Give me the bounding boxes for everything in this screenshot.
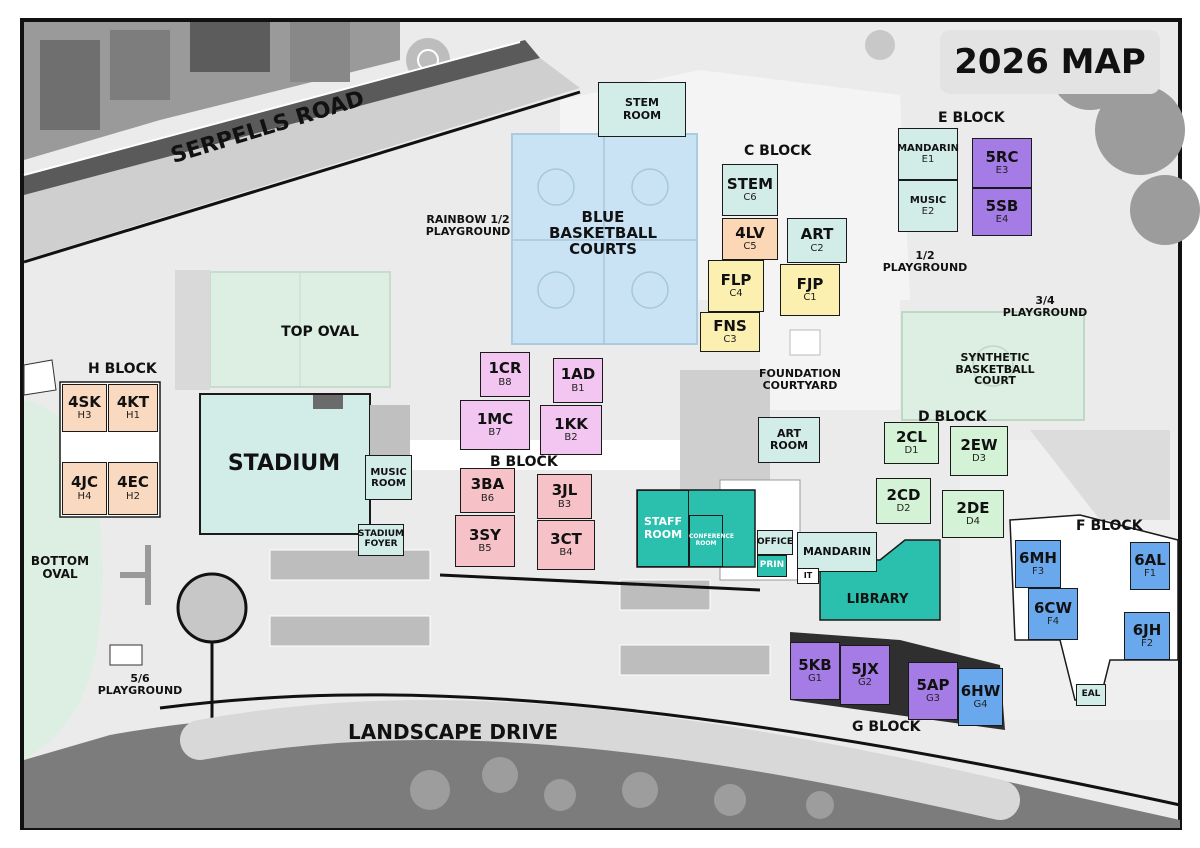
bottom-oval-label: BOTTOM OVAL (30, 554, 90, 581)
half-playground-label: 1/2 PLAYGROUND (882, 249, 968, 274)
stadium-foyer: STADIUM FOYER (358, 524, 404, 556)
blue-courts-label: BLUE BASKETBALL COURTS (548, 208, 658, 258)
synthetic-court-label: SYNTHETIC BASKETBALL COURT (955, 351, 1035, 388)
prin: PRIN (757, 555, 787, 577)
top-oval-label: TOP OVAL (281, 324, 359, 340)
music-room: MUSIC ROOM (365, 455, 412, 500)
three-four-playground-label: 3/4 PLAYGROUND (1002, 294, 1088, 319)
synthetic-basketball-court (901, 311, 1085, 421)
map-title-box: 2026 MAP (940, 30, 1160, 94)
eal-room: EAL (1076, 684, 1106, 706)
it-room: IT (797, 568, 819, 584)
f-block-label: F BLOCK (1076, 518, 1143, 534)
h-block-label: H BLOCK (88, 361, 157, 377)
d-block-label: D BLOCK (918, 409, 987, 425)
mandarin-library: MANDARIN (797, 532, 877, 572)
foundation-courtyard-label: FOUNDATION COURTYARD (759, 367, 841, 392)
office: OFFICE (757, 530, 793, 555)
library: LIBRARY (846, 591, 909, 607)
c-block-label: C BLOCK (744, 143, 812, 159)
neighbourhood-top-left (24, 22, 450, 160)
b-block-label: B BLOCK (490, 454, 558, 470)
roundabout (176, 572, 248, 644)
map-title: 2026 MAP (954, 42, 1146, 82)
rainbow-playground-label: RAINBOW 1/2 PLAYGROUND (425, 213, 511, 238)
e-block-label: E BLOCK (938, 110, 1005, 126)
staff-room: STAFF ROOM (637, 490, 689, 567)
stadium-label: STADIUM (227, 451, 341, 476)
conference-room: CONFERENCE ROOM (689, 515, 734, 567)
g-block-label: G BLOCK (852, 719, 921, 735)
stem-room-top: STEM ROOM (598, 82, 686, 137)
landscape-drive-label: LANDSCAPE DRIVE (348, 720, 558, 744)
serpells-road (24, 58, 580, 260)
five-six-playground-label: 5/6 PLAYGROUND (97, 672, 183, 697)
art-room: ART ROOM (758, 417, 820, 463)
